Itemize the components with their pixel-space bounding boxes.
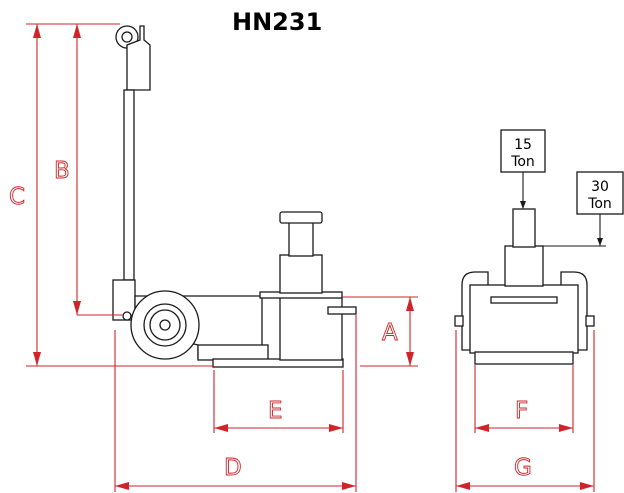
- callout-value-30: 30: [591, 179, 609, 195]
- wheel-hub: [159, 319, 171, 331]
- front-slot: [490, 296, 558, 304]
- dimension-g: G: [455, 330, 595, 492]
- callout-unit-15: Ton: [510, 154, 535, 170]
- base-foot: [212, 358, 344, 368]
- callout-box-30: [576, 171, 624, 215]
- dim-label-g: G: [514, 455, 532, 481]
- front-base: [474, 351, 574, 365]
- handle-pivot: [122, 311, 132, 321]
- dimension-e: E: [213, 370, 344, 433]
- saddle: [279, 211, 323, 224]
- handle-lever: [126, 25, 151, 91]
- ram-stage-2: [279, 254, 323, 294]
- dimension-b: B: [54, 24, 122, 316]
- ram-stage-1: [288, 221, 314, 257]
- front-ram-stage-1: [512, 208, 536, 248]
- callout-15-ton: 15 Ton: [500, 129, 546, 209]
- dim-label-c: C: [9, 184, 25, 210]
- callout-box-15: [500, 129, 546, 173]
- dim-label-e: E: [268, 398, 283, 424]
- dimension-c: C: [9, 23, 214, 367]
- side-view: [112, 25, 357, 368]
- dimension-f: F: [474, 365, 574, 433]
- cylinder-housing: [279, 295, 343, 361]
- dim-label-d: D: [224, 455, 242, 481]
- callout-value-15: 15: [514, 137, 532, 153]
- dim-label-a: A: [382, 320, 398, 346]
- dimension-a: A: [342, 296, 418, 367]
- dim-label-f: F: [515, 398, 528, 424]
- front-ram-stage-2: [504, 245, 544, 287]
- callout-30-ton: 30 Ton: [543, 171, 624, 247]
- base-plate: [197, 344, 269, 361]
- callout-unit-30: Ton: [587, 196, 612, 212]
- front-left-axle: [454, 315, 464, 327]
- front-body: [469, 284, 579, 354]
- dim-label-b: B: [54, 158, 70, 184]
- handle-grip-hub: [121, 31, 133, 43]
- front-view: [454, 208, 595, 365]
- model-title: HN231: [232, 8, 322, 36]
- handle-shaft: [123, 89, 135, 281]
- release-valve: [327, 306, 357, 315]
- front-right-axle: [585, 315, 595, 327]
- dimension-d: D: [114, 315, 357, 492]
